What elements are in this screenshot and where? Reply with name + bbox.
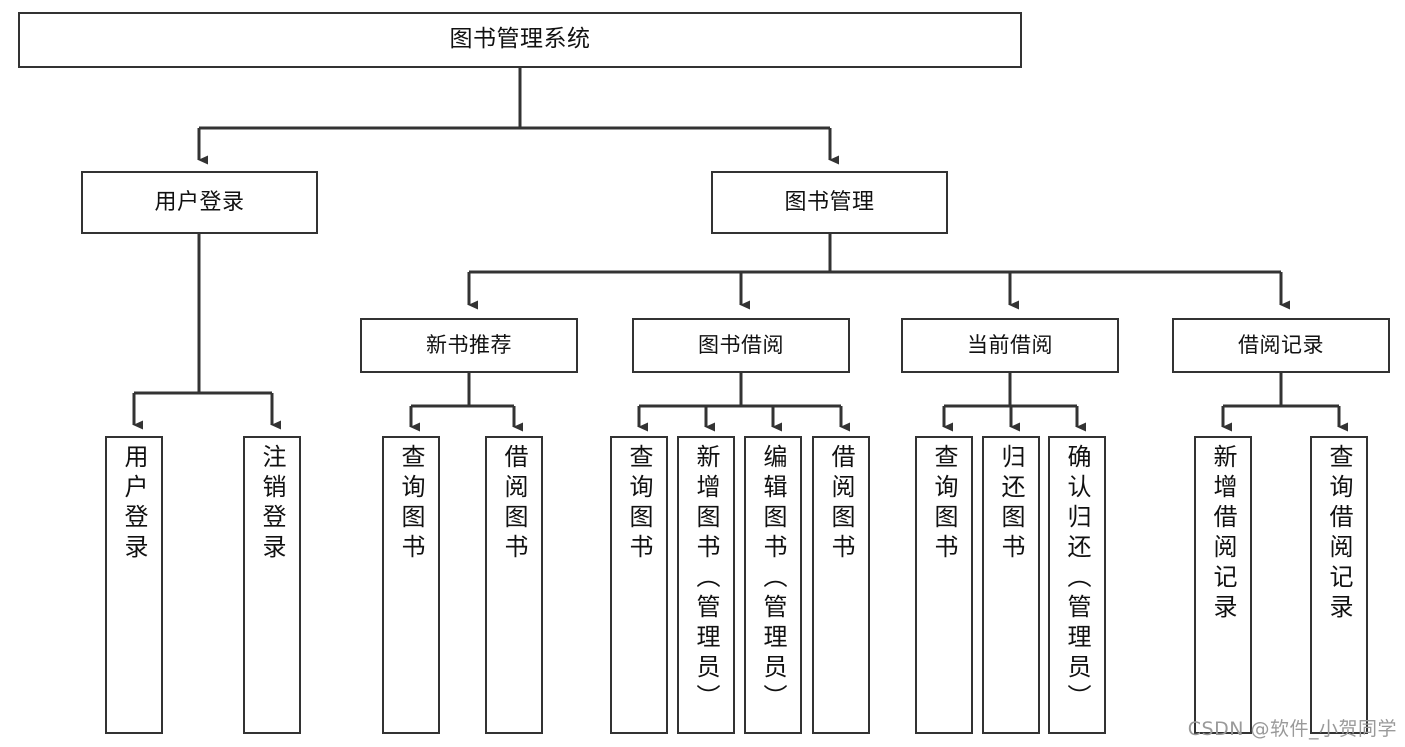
node-label: 查询图书 [625, 444, 653, 564]
node-label: 查询图书 [930, 444, 958, 564]
node-label: 查询图书 [397, 444, 425, 564]
node-new-book-recommend[interactable]: 新书推荐 [360, 318, 578, 373]
node-label: 新书推荐 [426, 333, 512, 358]
node-label: 新增图书（管理员） [692, 444, 720, 714]
node-label: 新增借阅记录 [1209, 444, 1237, 624]
leaf-query-book-borrow[interactable]: 查询图书 [610, 436, 668, 734]
node-label: 归还图书 [997, 444, 1025, 564]
node-label: 图书管理 [784, 189, 875, 215]
leaf-query-borrow-record[interactable]: 查询借阅记录 [1310, 436, 1368, 734]
leaf-query-book-recommend[interactable]: 查询图书 [382, 436, 440, 734]
node-user-login[interactable]: 用户登录 [81, 171, 318, 234]
node-label: 用户登录 [154, 189, 245, 215]
leaf-borrow-book[interactable]: 借阅图书 [812, 436, 870, 734]
node-label: 注销登录 [258, 444, 286, 564]
leaf-logout-login[interactable]: 注销登录 [243, 436, 301, 734]
node-label: 借阅记录 [1238, 333, 1324, 358]
node-label: 确认归还（管理员） [1063, 444, 1091, 714]
leaf-edit-book-admin[interactable]: 编辑图书（管理员） [744, 436, 802, 734]
node-label: 图书借阅 [698, 333, 784, 358]
leaf-add-book-admin[interactable]: 新增图书（管理员） [677, 436, 735, 734]
leaf-query-book-current[interactable]: 查询图书 [915, 436, 973, 734]
node-current-borrow[interactable]: 当前借阅 [901, 318, 1119, 373]
node-label: 用户登录 [120, 444, 148, 564]
leaf-borrow-book-recommend[interactable]: 借阅图书 [485, 436, 543, 734]
node-root-book-management-system[interactable]: 图书管理系统 [18, 12, 1022, 68]
node-borrow-record[interactable]: 借阅记录 [1172, 318, 1390, 373]
leaf-return-book[interactable]: 归还图书 [982, 436, 1040, 734]
node-label: 借阅图书 [827, 444, 855, 564]
leaf-confirm-return-admin[interactable]: 确认归还（管理员） [1048, 436, 1106, 734]
node-label: 借阅图书 [500, 444, 528, 564]
leaf-add-borrow-record[interactable]: 新增借阅记录 [1194, 436, 1252, 734]
node-label: 当前借阅 [967, 333, 1053, 358]
node-label: 查询借阅记录 [1325, 444, 1353, 624]
leaf-user-login[interactable]: 用户登录 [105, 436, 163, 734]
node-label: 编辑图书（管理员） [759, 444, 787, 714]
csdn-watermark: CSDN @软件_小贺同学 [1187, 718, 1397, 740]
node-book-management[interactable]: 图书管理 [711, 171, 948, 234]
node-label: 图书管理系统 [449, 26, 591, 53]
node-book-borrow[interactable]: 图书借阅 [632, 318, 850, 373]
